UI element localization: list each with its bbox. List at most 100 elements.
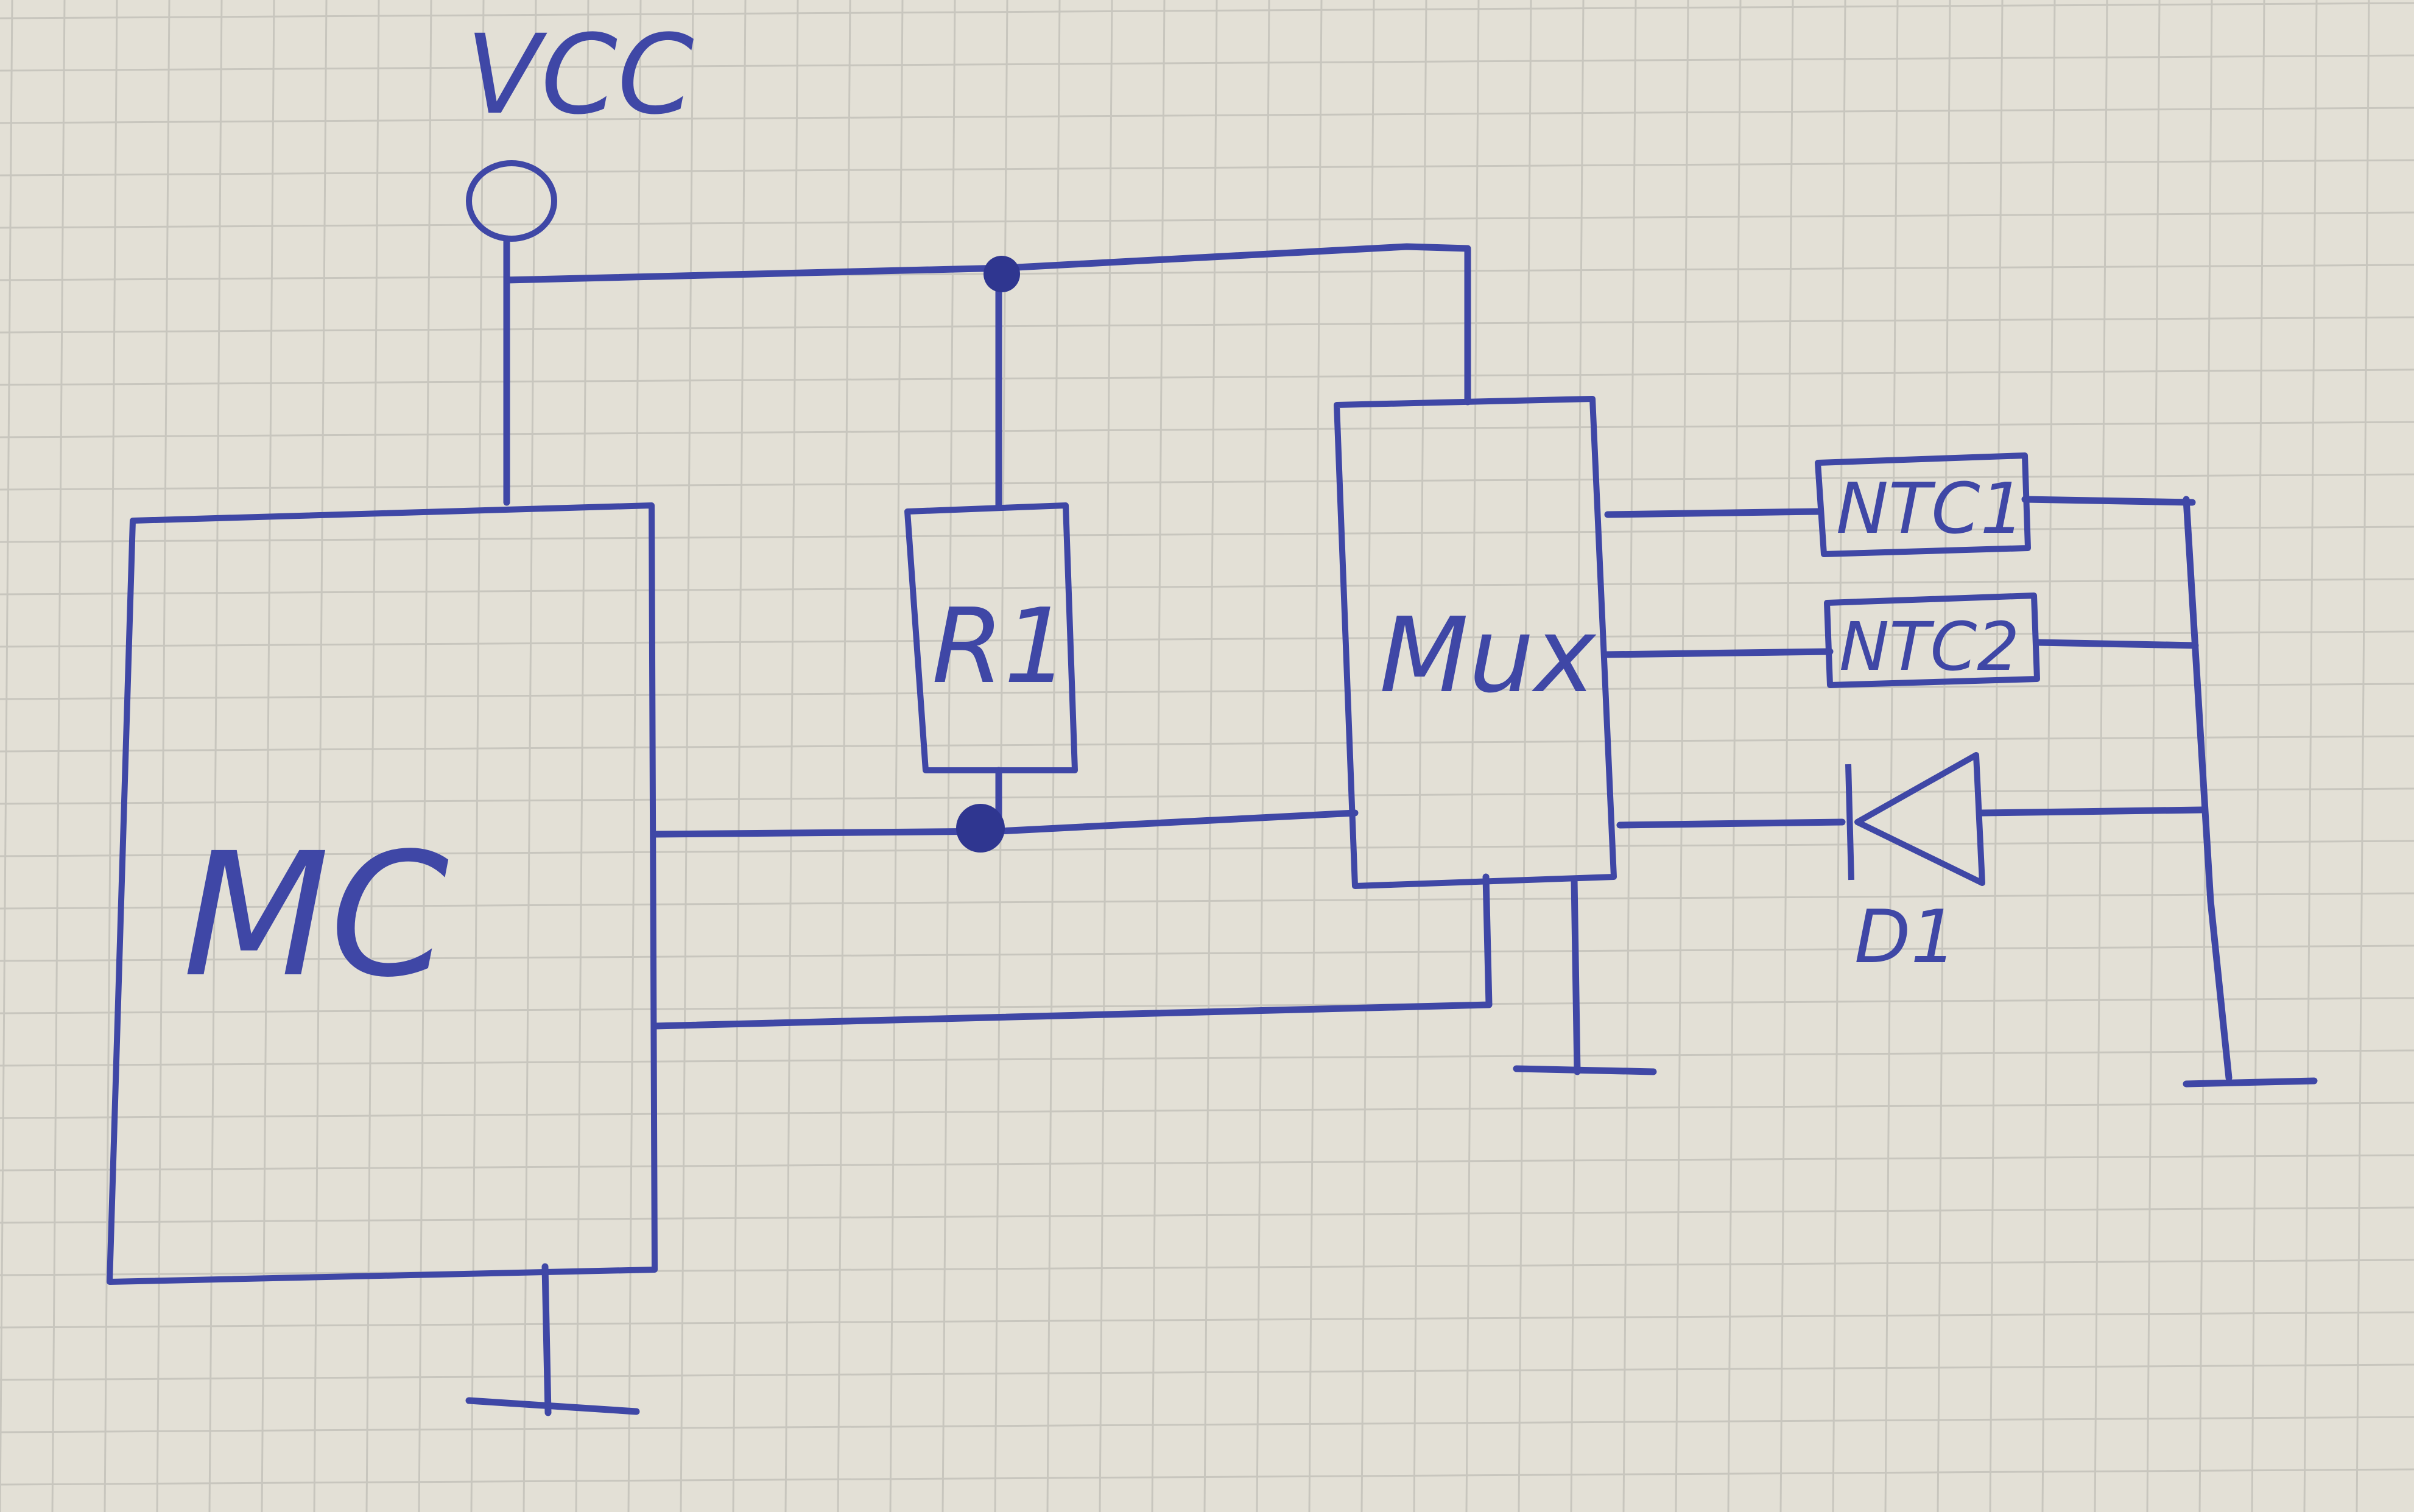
- grid-line-vertical: [1570, 0, 1585, 1512]
- mux-out2-wire: [1601, 648, 1834, 658]
- grid-line-vertical: [1099, 0, 1113, 1512]
- r1-label: R1: [932, 586, 1069, 707]
- ntc2-return-wire: [2033, 639, 2199, 649]
- grid-line-vertical: [1675, 0, 1689, 1512]
- sensor-ground-bar: [2183, 1077, 2318, 1088]
- mc-label: MC: [183, 817, 449, 1015]
- mux-box: [1334, 396, 1617, 889]
- grid-line-horizontal: [0, 892, 2414, 910]
- grid-line-vertical: [1884, 0, 1899, 1512]
- grid-line-horizontal: [0, 526, 2414, 543]
- grid-line-horizontal: [0, 421, 2414, 438]
- microcontroller: MC: [107, 502, 658, 1416]
- grid-line-vertical: [889, 0, 904, 1512]
- ntc1-return-wire: [2021, 496, 2196, 506]
- mc-ground-bar: [465, 1397, 640, 1415]
- diode-label: D1: [1854, 895, 1957, 980]
- mc-ground-stem: [541, 1263, 552, 1416]
- grid-line-horizontal: [0, 944, 2414, 962]
- mux-ground-stem: [1571, 876, 1581, 1075]
- grid-line-vertical: [994, 0, 1008, 1512]
- grid-line-vertical: [1937, 0, 1951, 1512]
- r1-body: [904, 502, 1078, 773]
- grid-line-vertical: [2198, 0, 2213, 1512]
- grid-line-horizontal: [0, 1311, 2414, 1329]
- grid-line-vertical: [261, 0, 275, 1512]
- mc-box: [107, 502, 658, 1285]
- grid-line-horizontal: [0, 578, 2414, 596]
- grid-line-vertical: [1151, 0, 1166, 1512]
- grid-line-horizontal: [0, 683, 2414, 700]
- grid-line-horizontal: [0, 1363, 2414, 1381]
- grid-line-horizontal: [0, 2, 2414, 19]
- multiplexer: Mux: [1334, 396, 1657, 1075]
- thermistor-ntc1: NTC1: [1815, 452, 2031, 557]
- grid-line-vertical: [2041, 0, 2056, 1512]
- grid-line-vertical: [0, 0, 13, 1512]
- diode-d1: D1: [1845, 752, 1985, 980]
- grid-line-vertical: [1046, 0, 1061, 1512]
- grid-line-vertical: [1203, 0, 1218, 1512]
- grid-line-vertical: [1360, 0, 1375, 1512]
- mc-select-wire: [651, 873, 1493, 1030]
- grid-line-horizontal: [0, 1102, 2414, 1119]
- grid-line-horizontal: [0, 107, 2414, 124]
- ntc2-body: [1824, 592, 2040, 688]
- grid-line-horizontal: [0, 735, 2414, 753]
- grid-line-vertical: [1622, 0, 1637, 1512]
- grid-line-horizontal: [0, 264, 2414, 281]
- grid-line-vertical: [1518, 0, 1532, 1512]
- grid-line-vertical: [523, 0, 537, 1512]
- grid-line-vertical: [1465, 0, 1480, 1512]
- thermistor-ntc2: NTC2: [1824, 592, 2040, 688]
- ntc1-label: NTC1: [1836, 468, 2025, 550]
- grid-line-horizontal: [0, 787, 2414, 805]
- grid-line-horizontal: [0, 1416, 2414, 1433]
- grid-line-vertical: [1727, 0, 1742, 1512]
- sensor-ground-bus: [1979, 496, 2318, 1088]
- vcc-terminal-circle: [466, 160, 557, 242]
- ntc1-body: [1815, 452, 2031, 557]
- grid-line-horizontal: [0, 1154, 2414, 1172]
- diode-cathode-bar: [1845, 764, 1854, 881]
- grid-line-vertical: [941, 0, 956, 1512]
- mux-out3-wire: [1616, 818, 1846, 829]
- vcc-label: VCC: [466, 12, 694, 139]
- mux-outputs: [1601, 508, 1846, 829]
- grid-line-vertical: [1779, 0, 1794, 1512]
- grid-line-vertical: [2094, 0, 2108, 1512]
- grid-line-vertical: [418, 0, 432, 1512]
- grid-line-vertical: [627, 0, 642, 1512]
- grid-line-horizontal: [0, 1468, 2414, 1486]
- grid-line-vertical: [156, 0, 171, 1512]
- grid-line-horizontal: [0, 840, 2414, 857]
- signal-wiring: [651, 767, 1493, 1030]
- grid-line-vertical: [365, 0, 380, 1512]
- grid-line-horizontal: [0, 316, 2414, 334]
- grid-line-horizontal: [0, 159, 2414, 177]
- grid-line-vertical: [1832, 0, 1846, 1512]
- grid-line-horizontal: [0, 997, 2414, 1014]
- grid-line-vertical: [51, 0, 66, 1512]
- ntc2-label: NTC2: [1839, 608, 2019, 686]
- grid-line-horizontal: [0, 211, 2414, 229]
- grid-line-horizontal: [0, 1049, 2414, 1067]
- grid-line-vertical: [1413, 0, 1427, 1512]
- vcc-junction-dot: [984, 256, 1020, 292]
- sensor-ground-stem: [2183, 496, 2233, 1081]
- grid-line-horizontal: [0, 473, 2414, 491]
- grid-line-vertical: [575, 0, 589, 1512]
- grid-line-vertical: [784, 0, 799, 1512]
- vcc-terminal: VCC: [466, 12, 694, 242]
- grid-line-vertical: [732, 0, 747, 1512]
- grid-line-horizontal: [0, 630, 2414, 648]
- mux-label: Mux: [1379, 596, 1597, 716]
- grid-line-vertical: [208, 0, 223, 1512]
- grid-line-vertical: [837, 0, 851, 1512]
- grid-line-horizontal: [0, 1206, 2414, 1224]
- mux-ground-bar: [1513, 1065, 1657, 1075]
- vcc-bus-wire: [503, 243, 1471, 406]
